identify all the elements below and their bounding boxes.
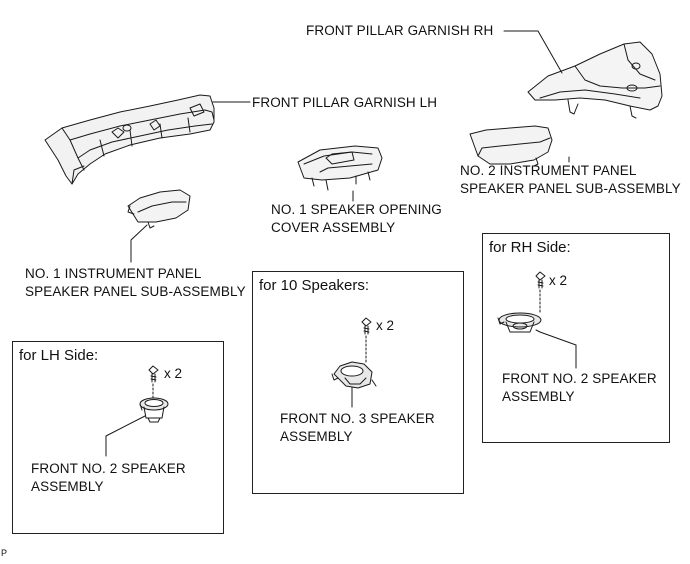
label-no2-ip-speaker-panel-line2: SPEAKER PANEL SUB-ASSEMBLY xyxy=(460,181,681,196)
footer-mark: P xyxy=(1,548,8,558)
leader-front-pillar-garnish-rh xyxy=(503,30,563,74)
no1-speaker-cover-drawing xyxy=(297,145,383,191)
lh-speaker-label-line2: ASSEMBLY xyxy=(31,479,104,494)
front-pillar-garnish-rh-drawing xyxy=(527,41,663,119)
leader-lh-speaker xyxy=(105,415,146,457)
label-no1-ip-speaker-panel-line1: NO. 1 INSTRUMENT PANEL xyxy=(25,266,202,281)
rh-speaker-label-line2: ASSEMBLY xyxy=(502,389,575,404)
front-pillar-garnish-lh-drawing xyxy=(44,94,215,185)
ten-screw-drawing xyxy=(361,317,372,335)
leader-rh-speaker xyxy=(539,331,577,369)
box-10-speakers-title: for 10 Speakers: xyxy=(259,277,370,294)
lh-speaker-drawing xyxy=(139,397,169,423)
ten-speaker-label-line2: ASSEMBLY xyxy=(280,429,353,444)
label-no1-speaker-cover-line2: COVER ASSEMBLY xyxy=(271,220,396,235)
box-lh-side: for LH Side: xyxy=(12,341,224,534)
box-lh-side-title: for LH Side: xyxy=(19,347,99,364)
label-no1-ip-speaker-panel-line2: SPEAKER PANEL SUB-ASSEMBLY xyxy=(25,284,246,299)
label-front-pillar-garnish-lh: FRONT PILLAR GARNISH LH xyxy=(252,95,438,110)
leader-no1-ip-speaker-panel xyxy=(130,224,148,263)
box-rh-side: for RH Side: xyxy=(482,233,670,443)
no1-ip-speaker-panel-drawing xyxy=(127,189,191,229)
lh-screw-drawing xyxy=(148,365,159,383)
label-no2-ip-speaker-panel-line1: NO. 2 INSTRUMENT PANEL xyxy=(460,163,637,178)
rh-speaker-label-line1: FRONT NO. 2 SPEAKER xyxy=(502,371,657,386)
label-front-pillar-garnish-rh: FRONT PILLAR GARNISH RH xyxy=(306,23,494,38)
box-10-speakers: for 10 Speakers: xyxy=(252,271,464,494)
label-no1-speaker-cover-line1: NO. 1 SPEAKER OPENING xyxy=(271,202,442,217)
ten-speaker-label-line1: FRONT NO. 3 SPEAKER xyxy=(280,411,435,426)
rh-screw-drawing xyxy=(535,271,546,289)
ten-speaker-drawing xyxy=(331,361,377,389)
rh-screw-quantity: x 2 xyxy=(549,273,568,288)
lh-screw-quantity: x 2 xyxy=(164,366,183,381)
rh-speaker-drawing xyxy=(497,312,542,333)
lh-speaker-label-line1: FRONT NO. 2 SPEAKER xyxy=(31,461,186,476)
box-rh-side-title: for RH Side: xyxy=(489,239,571,256)
no2-ip-speaker-panel-drawing xyxy=(469,125,553,167)
ten-screw-quantity: x 2 xyxy=(376,318,395,333)
